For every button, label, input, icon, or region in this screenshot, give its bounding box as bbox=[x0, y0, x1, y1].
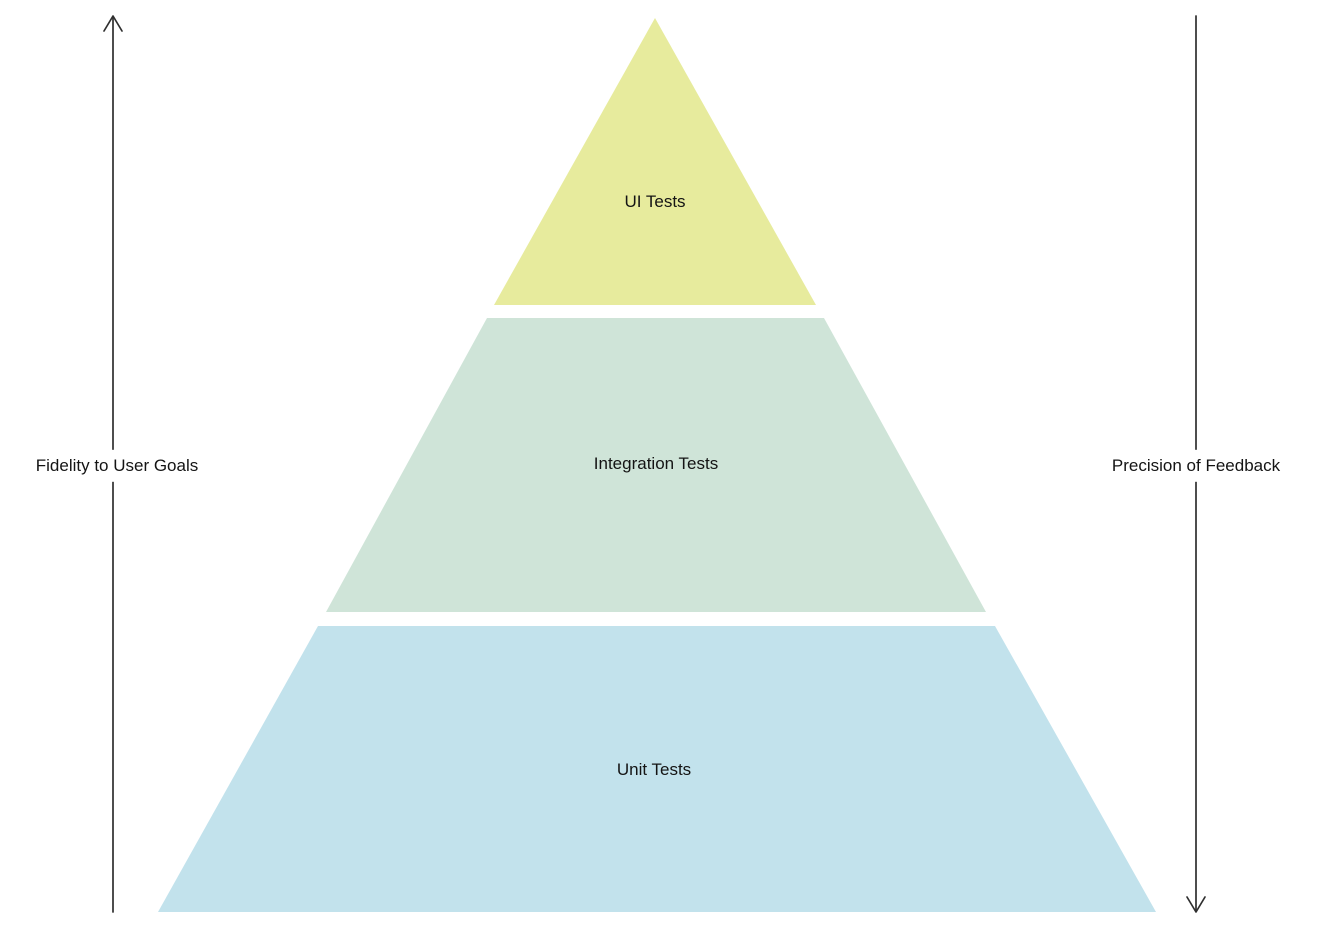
ui-tests-layer-shape bbox=[494, 18, 816, 305]
precision-axis-down-arrowhead-icon bbox=[1186, 896, 1206, 913]
integration-tests-layer-shape bbox=[326, 318, 986, 612]
precision-axis-label: Precision of Feedback bbox=[1107, 449, 1285, 483]
unit-tests-label: Unit Tests bbox=[616, 759, 692, 779]
fidelity-axis-up-arrowhead-icon bbox=[103, 15, 123, 32]
ui-tests-label: UI Tests bbox=[624, 191, 686, 211]
integration-tests-label: Integration Tests bbox=[593, 453, 719, 473]
fidelity-axis-label: Fidelity to User Goals bbox=[31, 449, 203, 483]
unit-tests-layer-shape bbox=[158, 626, 1156, 912]
